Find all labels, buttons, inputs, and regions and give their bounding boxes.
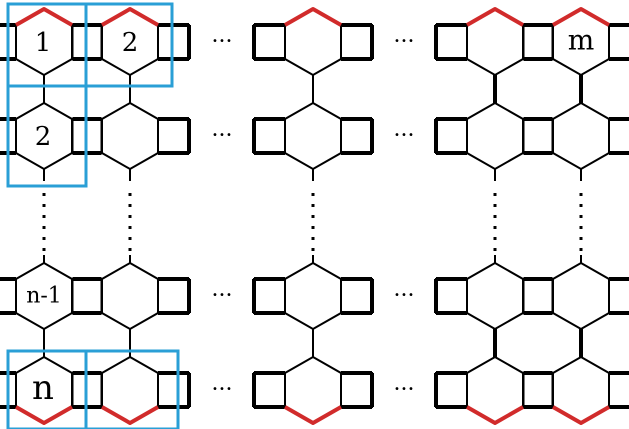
square-r2-g0-s2	[157, 278, 190, 314]
highlight-top-r0-c1	[101, 7, 159, 27]
highlight-top-r0-c4	[552, 7, 610, 27]
hexagon-r1-c3	[466, 101, 524, 171]
square-r1-g1-s1	[340, 118, 373, 154]
square-r3-g2-s0	[435, 372, 468, 408]
square-r0-g1-s1	[340, 24, 373, 60]
ellipsis-row1-a: ···	[212, 30, 233, 55]
square-r3-g1-s0	[253, 372, 286, 408]
label-row1-col1: 1	[35, 28, 52, 58]
label-row2-col1: 2	[35, 122, 52, 152]
highlight-bottom-r3-c2	[284, 405, 342, 425]
highlight-bottom-r3-c1	[101, 405, 159, 425]
ellipsis-row-n-b: ···	[394, 378, 415, 403]
square-r2-g1-s0	[253, 278, 286, 314]
ellipsis-row2-a: ···	[212, 124, 233, 149]
label-row1-col2: 2	[122, 28, 139, 58]
ellipsis-row-n-minus-1-a: ···	[212, 284, 233, 309]
square-r3-g0-s2	[157, 372, 190, 408]
hexagon-r1-c1	[101, 101, 159, 171]
square-r1-g2-s1	[522, 118, 554, 154]
hexagon-r2-c4	[552, 261, 610, 331]
ellipsis-row-n-minus-1-b: ···	[394, 284, 415, 309]
hexagon-r2-c1	[101, 261, 159, 331]
square-r2-g1-s1	[340, 278, 373, 314]
square-r2-g0-s0	[0, 278, 17, 314]
square-r1-g2-s2	[608, 118, 629, 154]
square-r2-g2-s2	[608, 278, 629, 314]
unit-cell-box-2	[6, 84, 88, 188]
label-row-n-col1: n	[32, 368, 54, 408]
lattice-structure	[0, 7, 629, 425]
square-r2-g2-s1	[522, 278, 554, 314]
ellipsis-row2-b: ···	[394, 124, 415, 149]
label-row1-colm: m	[568, 24, 595, 57]
ellipsis-row-n-a: ···	[212, 378, 233, 403]
cell-labels: 1 2 m 2 n-1 n ··· ··· ··· ··· ··· ··· ··…	[26, 24, 594, 409]
square-r2-g0-s1	[71, 278, 103, 314]
hexagon-r2-c3	[466, 261, 524, 331]
unit-cell-boxes	[6, 2, 180, 429]
square-r1-g2-s0	[435, 118, 468, 154]
highlight-top-r0-c2	[284, 7, 342, 27]
hexagon-r1-c2	[284, 101, 342, 171]
highlight-bottom-r3-c0	[15, 405, 73, 425]
highlight-overlay	[15, 7, 610, 425]
square-r1-g0-s2	[157, 118, 190, 154]
square-r3-g2-s1	[522, 372, 554, 408]
unit-cell-box-4	[84, 349, 180, 429]
highlight-bottom-r3-c4	[552, 405, 610, 425]
hexagon-r1-c4	[552, 101, 610, 171]
square-r1-g1-s0	[253, 118, 286, 154]
square-r3-g1-s1	[340, 372, 373, 408]
label-row-n-minus-1-col1: n-1	[26, 284, 62, 309]
square-r0-g2-s1	[522, 24, 554, 60]
square-r2-g2-s0	[435, 278, 468, 314]
square-r3-g2-s2	[608, 372, 629, 408]
highlight-top-r0-c3	[466, 7, 524, 27]
square-r0-g2-s2	[608, 24, 629, 60]
ellipsis-row1-b: ···	[394, 30, 415, 55]
hexagon-r2-c2	[284, 261, 342, 331]
square-r0-g2-s0	[435, 24, 468, 60]
highlight-top-r0-c0	[15, 7, 73, 27]
square-r0-g1-s0	[253, 24, 286, 60]
highlight-bottom-r3-c3	[466, 405, 524, 425]
unit-cell-box-1	[84, 2, 174, 88]
